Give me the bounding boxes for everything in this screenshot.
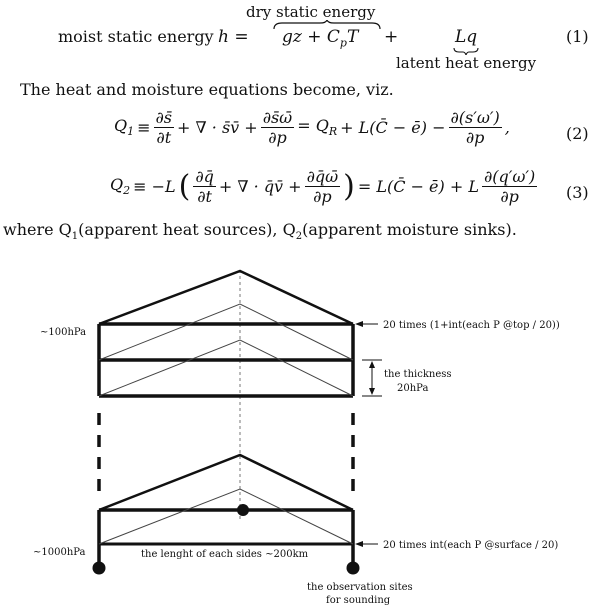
label-1000hpa: ~1000hPa (33, 547, 86, 558)
label-100hpa: ~100hPa (40, 327, 86, 338)
eq2-tail: , (504, 118, 510, 137)
eq2-def: ≡ (137, 118, 151, 137)
layer-tri-1 (98, 303, 354, 361)
eq1-lhs: h = (218, 27, 249, 47)
thickness-arrow-up (369, 361, 375, 368)
note-thickness-2: 20hPa (397, 383, 428, 394)
eq2-rhs2: + L(C̄ − ē) − (340, 118, 446, 137)
eq3-def: ≡ −L (133, 177, 176, 196)
eq3-frac-1: ∂q̄∂t (193, 167, 216, 206)
eq2-frac-2: ∂s̄ω̄∂p (260, 108, 295, 147)
eq3-lhs: Q2 (110, 175, 131, 198)
column-diagram: ~100hPa ~1000hPa 20 times (1+int(each P … (33, 269, 560, 606)
eq1-left-label: moist static energy (58, 27, 214, 46)
layer-tri-lower (98, 453, 354, 512)
eq3-open-paren: ( (178, 169, 191, 204)
center-node (237, 504, 249, 516)
arrow-top-head (355, 321, 363, 327)
equation-2: Q1 ≡ ∂s̄∂t + ∇ · s̄v̄ + ∂s̄ω̄∂p = QR + L… (114, 108, 510, 147)
note-sites-1: the observation sites (307, 582, 413, 593)
note-thickness-1: the thickness (384, 369, 452, 380)
eq3-frac-2: ∂q̄ω̄∂p (304, 167, 341, 206)
eq3-frac-3: ∂(q′ω′)∂p (481, 167, 538, 206)
eq1-under-label: latent heat energy (396, 54, 537, 72)
eq2-frac-1: ∂s̄∂t (153, 108, 175, 147)
eq1-plus: + (384, 27, 399, 47)
equation-1: moist static energy h = dry static energ… (0, 0, 605, 75)
intro-sentence: The heat and moisture equations become, … (20, 80, 394, 99)
eq1-term1: gz + CpT (282, 27, 359, 50)
eq3-rhs: = L(C̄ − ē) + L (357, 177, 479, 196)
eq2-rhs: = QR (297, 116, 338, 139)
eq3-close-paren: ) (343, 169, 355, 204)
eq1-over-label: dry static energy (246, 3, 376, 21)
layer-tri-surface (98, 488, 354, 545)
eq2-number: (2) (566, 124, 589, 143)
thickness-arrow-down (369, 388, 375, 395)
eq1-number: (1) (566, 27, 589, 46)
eq1-underbrace (453, 47, 479, 55)
note-sides: the lenght of each sides ~200km (141, 549, 309, 560)
eq2-lhs: Q1 (114, 116, 135, 139)
arrow-bottom-head (355, 541, 363, 547)
note-bottom: 20 times int(each P @surface / 20) (383, 540, 558, 551)
where-sentence: where Q1(apparent heat sources), Q2(appa… (3, 220, 517, 243)
note-top: 20 times (1+int(each P @top / 20)) (383, 320, 560, 331)
eq2-frac-3: ∂(s′ω′)∂p (448, 108, 502, 147)
equation-3: Q2 ≡ −L ( ∂q̄∂t + ∇ · q̄v̄ + ∂q̄ω̄∂p ) =… (110, 167, 538, 206)
top-roof (98, 269, 354, 326)
eq2-mid: + ∇ · s̄v̄ + (177, 118, 258, 137)
eq1-overbrace (273, 20, 381, 30)
observation-site-right (346, 561, 360, 575)
eq1-term2: Lq (455, 27, 478, 47)
observation-site-left (92, 561, 106, 575)
eq3-number: (3) (566, 183, 589, 202)
eq3-mid: + ∇ · q̄v̄ + (218, 177, 302, 196)
note-sites-2: for sounding (326, 595, 391, 606)
layer-tri-2 (98, 339, 354, 397)
